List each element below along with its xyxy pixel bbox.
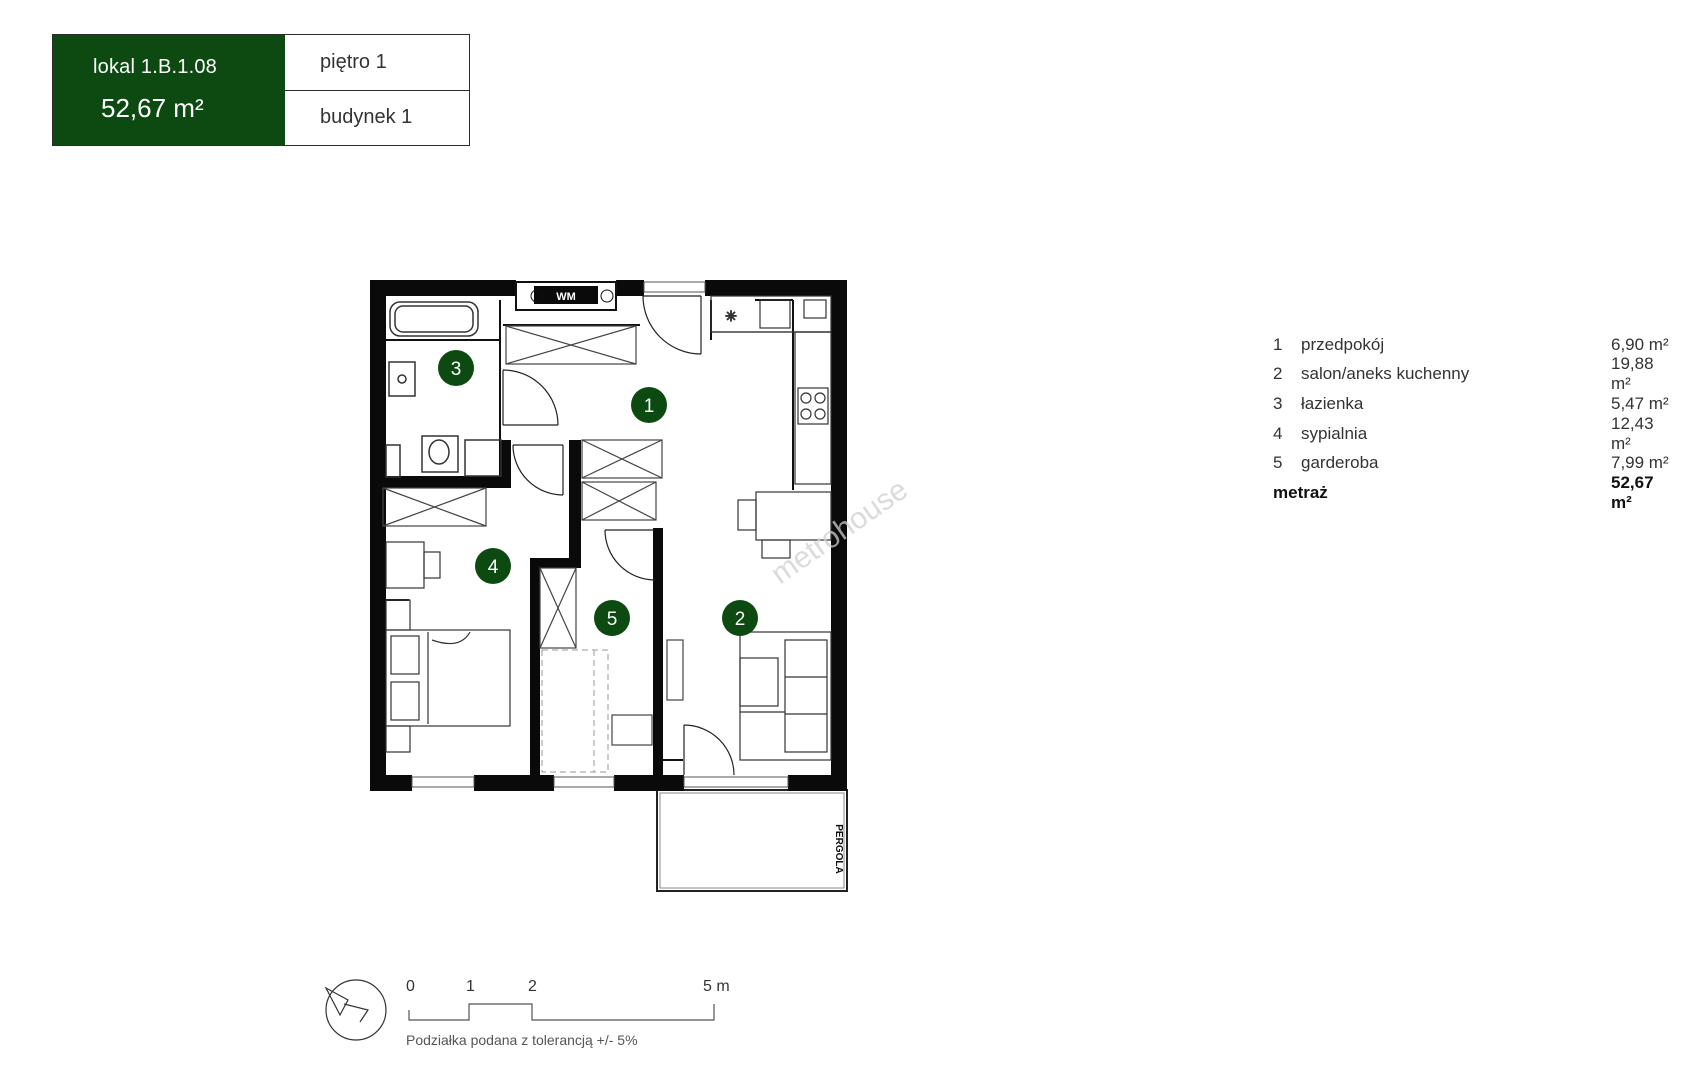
unit-header: lokal 1.B.1.08 52,67 m² piętro 1 budynek… (52, 34, 470, 146)
scale-tick-5: 5 m (703, 978, 730, 995)
room-marker-2: 2 (722, 600, 758, 636)
room-marker-3: 3 (438, 350, 474, 386)
wardrobe-shelving (541, 649, 609, 773)
svg-text:4: 4 (488, 557, 499, 578)
svg-text:✳: ✳ (725, 308, 737, 324)
room-marker-1: 1 (631, 387, 667, 423)
pergola-label: PERGOLA (833, 824, 844, 873)
sofa (739, 631, 832, 761)
bathroom-fixtures (385, 301, 502, 478)
scale-tick-2: 2 (528, 978, 537, 995)
room-markers: 1 2 3 4 5 (438, 350, 758, 636)
svg-text:3: 3 (451, 359, 462, 380)
compass-icon (324, 979, 387, 1041)
svg-text:5: 5 (607, 609, 618, 630)
wm-label: WM (556, 291, 576, 303)
walls (370, 280, 847, 791)
wardrobes (382, 325, 663, 649)
room-marker-5: 5 (594, 600, 630, 636)
unit-label: lokal 1.B.1.08 (93, 56, 217, 78)
unit-area: 52,67 m² (101, 93, 204, 123)
dining-table (737, 491, 832, 559)
scale-bar (408, 1003, 715, 1021)
scale-note: Podziałka podana z tolerancją +/- 5% (406, 1032, 638, 1048)
svg-text:1: 1 (644, 396, 655, 417)
balcony: PERGOLA (656, 789, 848, 892)
floor-label: piętro 1 (285, 35, 469, 91)
kitchen: ✳ (710, 295, 832, 485)
windows (411, 281, 789, 788)
scale-tick-0: 0 (406, 978, 415, 995)
unit-summary: lokal 1.B.1.08 52,67 m² (53, 35, 285, 145)
unit-details: piętro 1 budynek 1 (285, 35, 469, 145)
svg-text:2: 2 (735, 609, 746, 630)
room-marker-4: 4 (475, 548, 511, 584)
washing-machine-niche: WM (515, 281, 617, 311)
scale-tick-1: 1 (466, 978, 475, 995)
building-label: budynek 1 (320, 106, 413, 129)
bed (385, 541, 511, 753)
doors (502, 295, 735, 776)
